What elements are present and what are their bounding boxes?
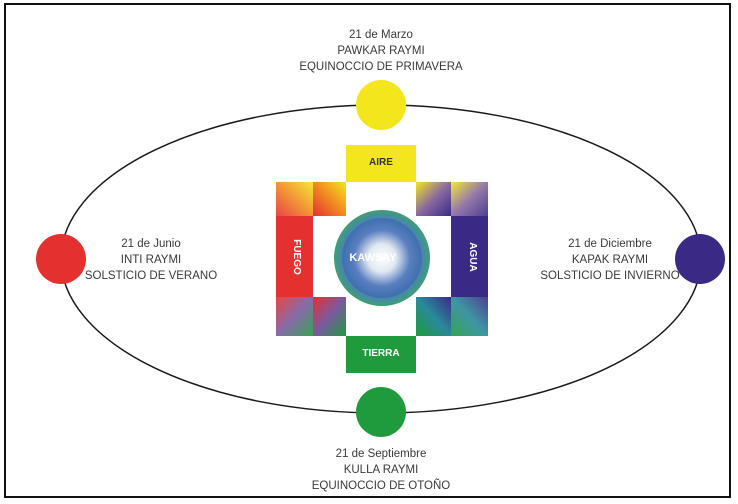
season-date: 21 de Septiembre — [335, 448, 427, 460]
aire-label: AIRE — [369, 157, 393, 168]
season-date: 21 de Diciembre — [568, 238, 652, 250]
season-name: PAWKAR RAYMI — [337, 45, 425, 57]
chakana-corner-top-left — [313, 182, 346, 216]
season-name: KAPAK RAYMI — [571, 254, 649, 266]
season-event: EQUINOCCIO DE OTOÑO — [311, 480, 451, 492]
season-label-top: 21 de Marzo PAWKAR RAYMI EQUINOCCIO DE P… — [290, 27, 472, 75]
chakana-cross — [276, 145, 488, 373]
chakana-corner-bottom-right — [416, 297, 451, 336]
chakana-arm-agua — [451, 216, 488, 297]
season-event: EQUINOCCIO DE PRIMAVERA — [299, 61, 463, 73]
chakana-arm-aire — [346, 145, 416, 182]
season-name: INTI RAYMI — [120, 254, 182, 266]
season-date: 21 de Marzo — [349, 29, 413, 41]
season-circle-bottom — [356, 387, 406, 437]
chakana-arm-tierra — [346, 336, 416, 373]
chakana-corner-top-right — [416, 182, 451, 216]
tierra-label: TIERRA — [362, 348, 400, 359]
season-label-left: 21 de Junio INTI RAYMI SOLSTICIO DE VERA… — [76, 236, 226, 284]
season-circle-top — [356, 80, 406, 130]
season-label-bottom: 21 de Septiembre KULLA RAYMI EQUINOCCIO … — [290, 446, 472, 494]
chakana-arm-fuego — [276, 216, 313, 297]
season-event: SOLSTICIO DE INVIERNO — [540, 270, 680, 282]
season-circle-left — [36, 234, 86, 284]
chakana-corner-bottom-left — [313, 297, 346, 336]
season-event: SOLSTICIO DE VERANO — [84, 270, 218, 282]
season-date: 21 de Junio — [121, 238, 181, 250]
season-label-right: 21 de Diciembre KAPAK RAYMI SOLSTICIO DE… — [532, 236, 688, 284]
season-name: KULLA RAYMI — [343, 464, 419, 476]
fuego-label: FUEGO — [291, 239, 302, 275]
agua-label: AGUA — [467, 242, 478, 271]
season-circle-right — [675, 234, 725, 284]
kawsay-label: KAWSAY — [349, 252, 397, 264]
